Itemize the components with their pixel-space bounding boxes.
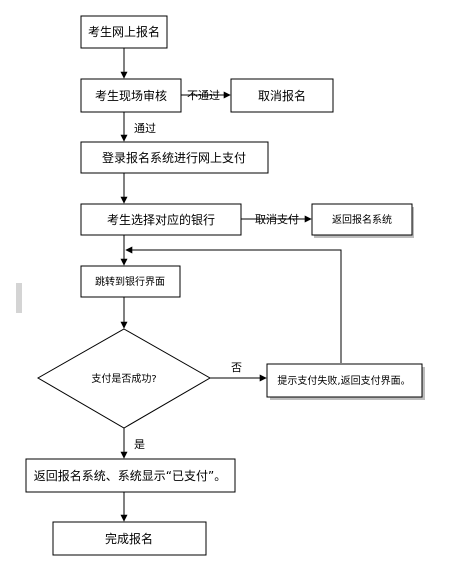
edge-label-yes: 是: [134, 438, 145, 451]
node-return-system-label: 返回报名系统: [332, 213, 392, 226]
edge-label-cancel-pay: 取消支付: [255, 212, 299, 226]
node-cancel-register-label: 取消报名: [258, 88, 306, 103]
node-login-pay: 登录报名系统进行网上支付: [80, 141, 269, 174]
node-login-pay-label: 登录报名系统进行网上支付: [102, 150, 246, 165]
node-complete: 完成报名: [52, 521, 207, 556]
node-onsite-review-label: 考生现场审核: [95, 88, 167, 103]
side-marker: [16, 283, 22, 313]
edge-fail-loop-back: [125, 246, 342, 363]
node-complete-label: 完成报名: [105, 531, 153, 546]
node-online-register: 考生网上报名: [80, 15, 168, 49]
node-pay-success-label: 支付是否成功?: [91, 372, 156, 385]
node-fail-notice: 提示支付失败,返回支付界面。: [266, 363, 425, 400]
edge-label-no: 否: [231, 361, 242, 374]
node-choose-bank-label: 考生选择对应的银行: [107, 212, 215, 227]
edge-label-not-pass: 不通过: [187, 89, 220, 102]
node-return-paid-label: 返回报名系统、系统显示“已支付”。: [34, 468, 226, 483]
node-return-system: 返回报名系统: [311, 203, 414, 238]
node-onsite-review: 考生现场审核: [80, 78, 182, 113]
node-jump-bank: 跳转到银行界面: [80, 265, 181, 298]
node-pay-success-decision: 支付是否成功?: [36, 328, 212, 429]
edges: [120, 48, 342, 522]
node-return-paid: 返回报名系统、系统显示“已支付”。: [25, 458, 236, 493]
node-jump-bank-label: 跳转到银行界面: [95, 275, 165, 288]
edge-label-pass: 通过: [134, 122, 156, 135]
node-cancel-register: 取消报名: [230, 78, 334, 113]
node-fail-notice-label: 提示支付失败,返回支付界面。: [277, 374, 410, 387]
node-online-register-label: 考生网上报名: [88, 24, 160, 39]
node-choose-bank: 考生选择对应的银行: [80, 203, 242, 236]
